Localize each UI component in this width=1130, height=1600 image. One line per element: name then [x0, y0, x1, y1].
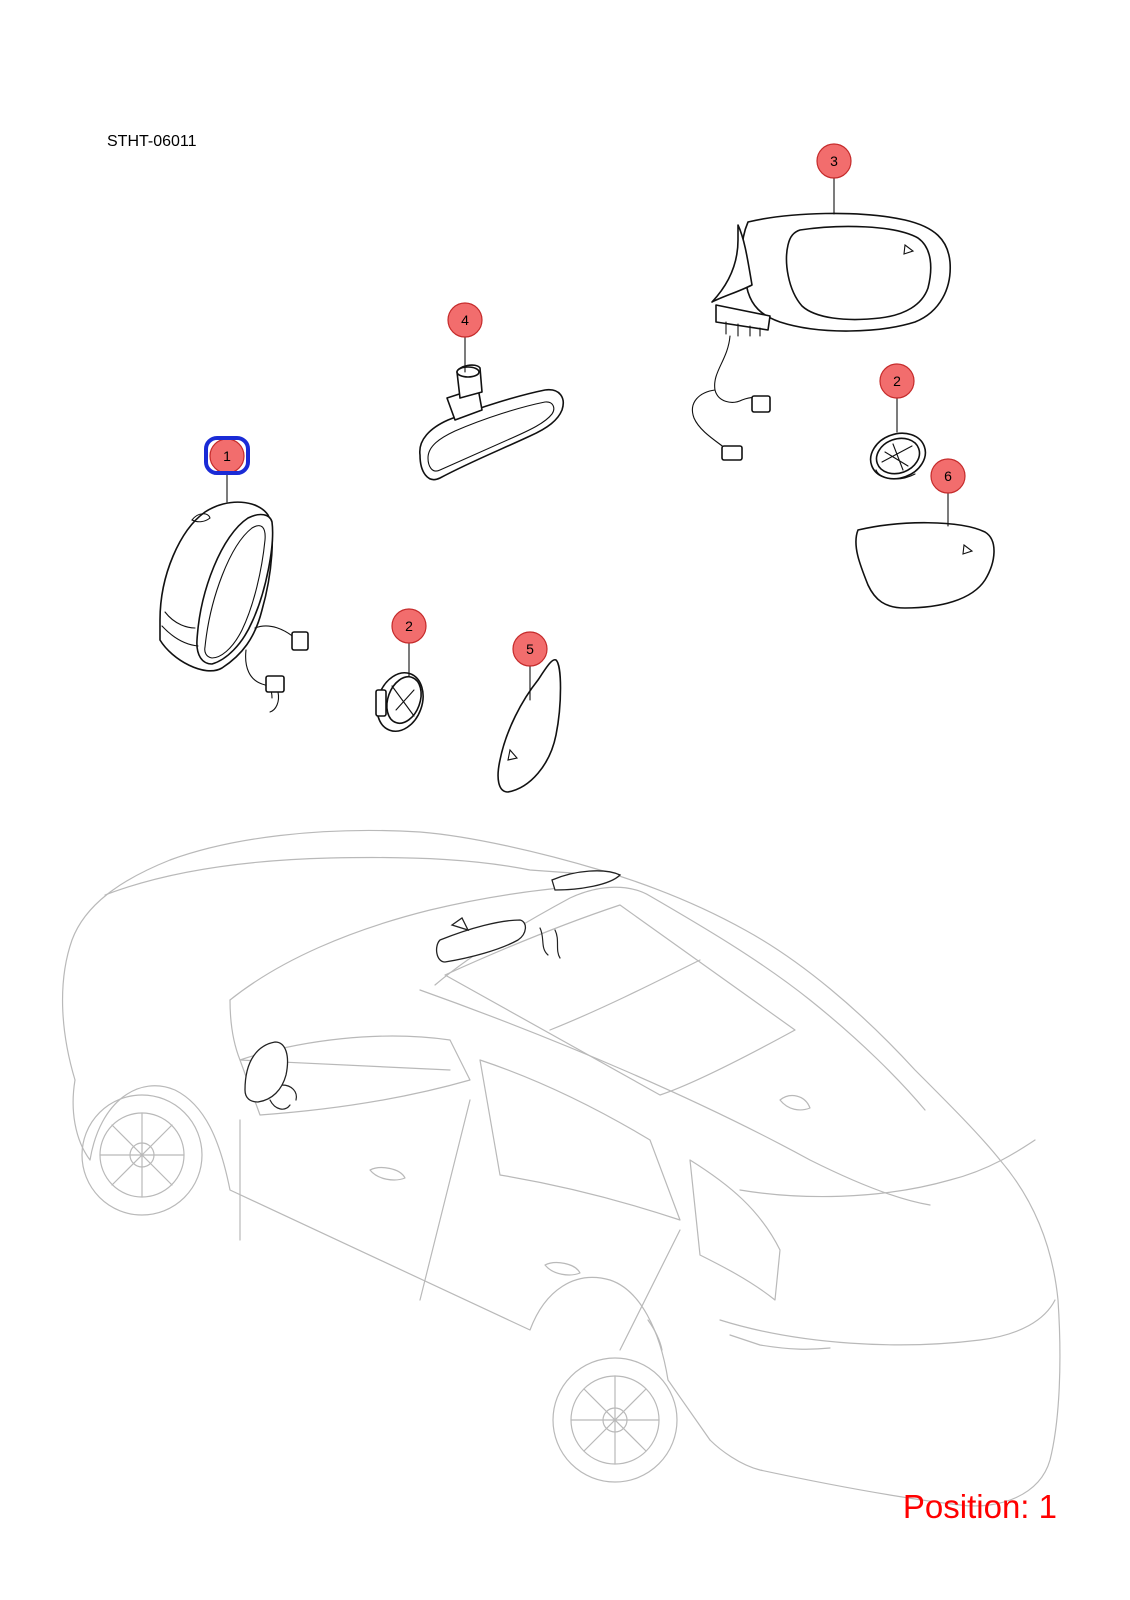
diagram-id: STHT-06011 [107, 133, 197, 150]
callout-5[interactable]: 5 [512, 631, 548, 667]
callout-1[interactable]: 1 [204, 436, 250, 475]
callout-3[interactable]: 3 [816, 143, 852, 179]
callout-2a-label: 2 [893, 373, 901, 389]
callout-1-highlight [204, 436, 250, 475]
part-4-interior-rearview-mirror[interactable] [419, 364, 564, 481]
part-5-left-mirror-glass[interactable] [497, 658, 562, 793]
callout-6[interactable]: 6 [930, 458, 966, 494]
part-3-right-exterior-mirror[interactable] [692, 212, 951, 461]
part-6-right-mirror-glass[interactable] [855, 521, 995, 609]
callout-1-label: 1 [223, 448, 231, 464]
part-1-left-exterior-mirror[interactable] [159, 501, 309, 713]
callout-3-label: 3 [830, 153, 838, 169]
part-2-mirror-actuator-lower[interactable] [369, 666, 431, 737]
leader-lines [226, 177, 949, 701]
callout-4[interactable]: 4 [447, 302, 483, 338]
callout-5-label: 5 [526, 641, 534, 657]
callout-2a[interactable]: 2 [879, 363, 915, 399]
position-label: Position: 1 [902, 1488, 1057, 1525]
callout-6-label: 6 [944, 468, 952, 484]
callout-2b-label: 2 [405, 618, 413, 634]
callout-2b[interactable]: 2 [391, 608, 427, 644]
vehicle-overview-illustration [61, 829, 1061, 1507]
callout-4-label: 4 [461, 312, 469, 328]
part-2-mirror-actuator-upper[interactable] [864, 426, 932, 486]
